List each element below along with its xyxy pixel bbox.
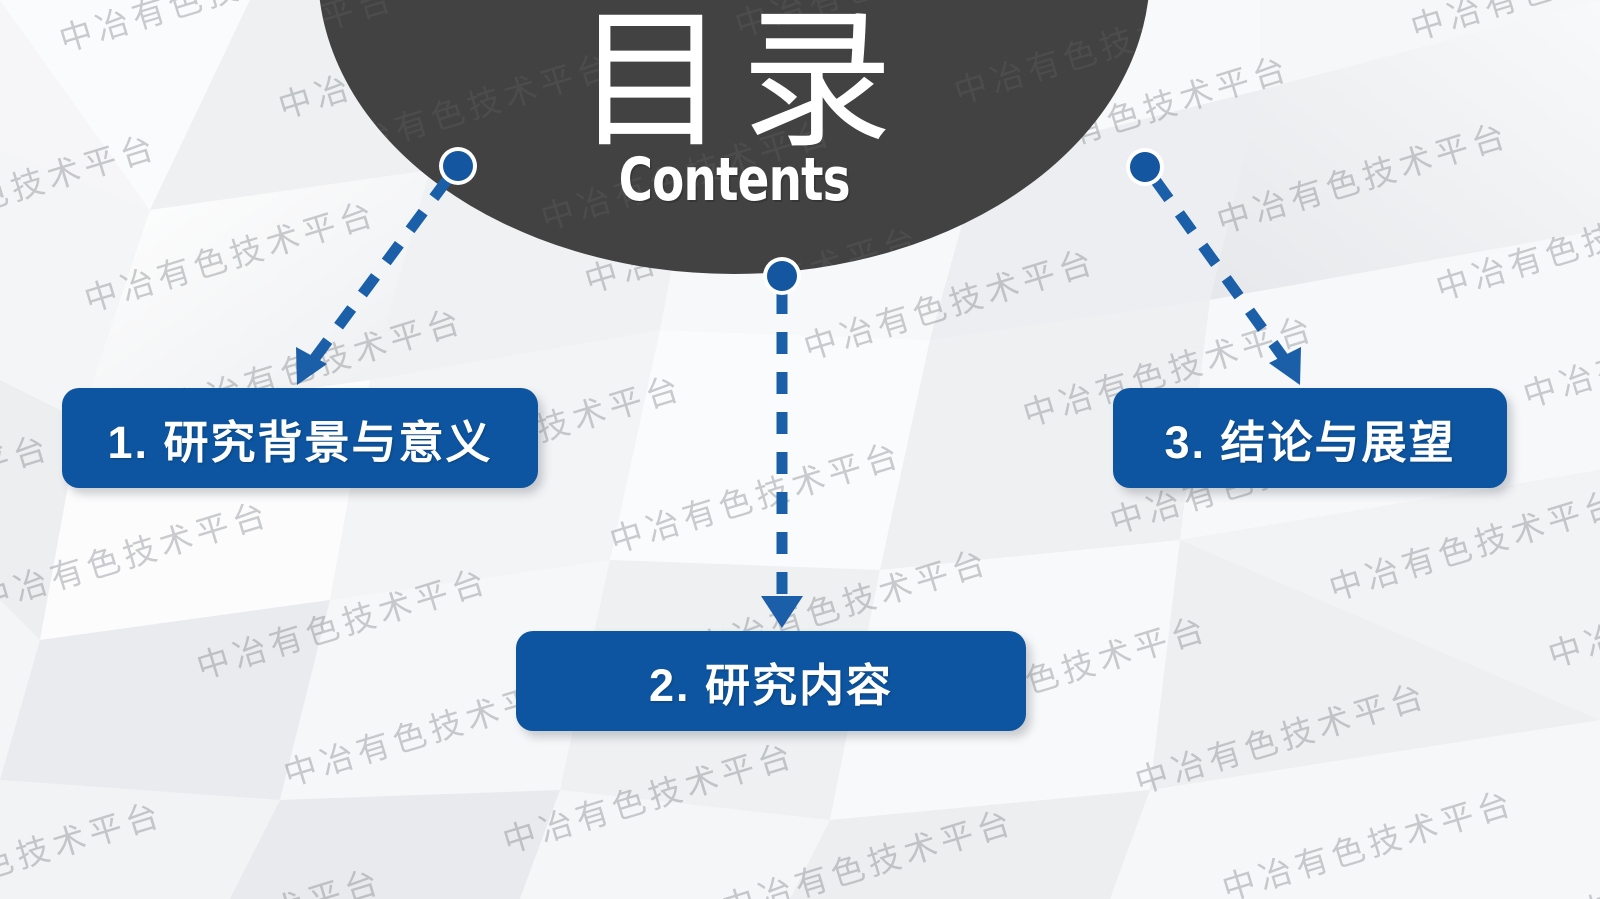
connector-line-left bbox=[307, 176, 452, 366]
agenda-item-2-label: 2. 研究内容 bbox=[648, 659, 894, 711]
header-dome-shape: 中冶有色技术平台中冶有色技术平台中冶有色技术平台中冶有色技术平台 中冶有色技术平… bbox=[318, 0, 1150, 274]
agenda-item-1[interactable]: 1. 研究背景与意义 bbox=[62, 388, 538, 488]
arrowhead-center bbox=[761, 596, 803, 628]
connector-node-center-dot bbox=[767, 261, 797, 291]
agenda-item-2[interactable]: 2. 研究内容 bbox=[516, 631, 1026, 731]
agenda-item-1-label: 1. 研究背景与意义 bbox=[107, 416, 493, 468]
arrowhead-left bbox=[296, 347, 327, 385]
agenda-item-3-label: 3. 结论与展望 bbox=[1164, 416, 1456, 468]
connector-node-right-dot bbox=[1130, 152, 1160, 182]
connector-node-left-dot bbox=[443, 151, 473, 181]
arrowhead-right bbox=[1269, 347, 1301, 385]
agenda-item-3[interactable]: 3. 结论与展望 bbox=[1113, 388, 1507, 488]
connector-line-right bbox=[1151, 177, 1290, 364]
